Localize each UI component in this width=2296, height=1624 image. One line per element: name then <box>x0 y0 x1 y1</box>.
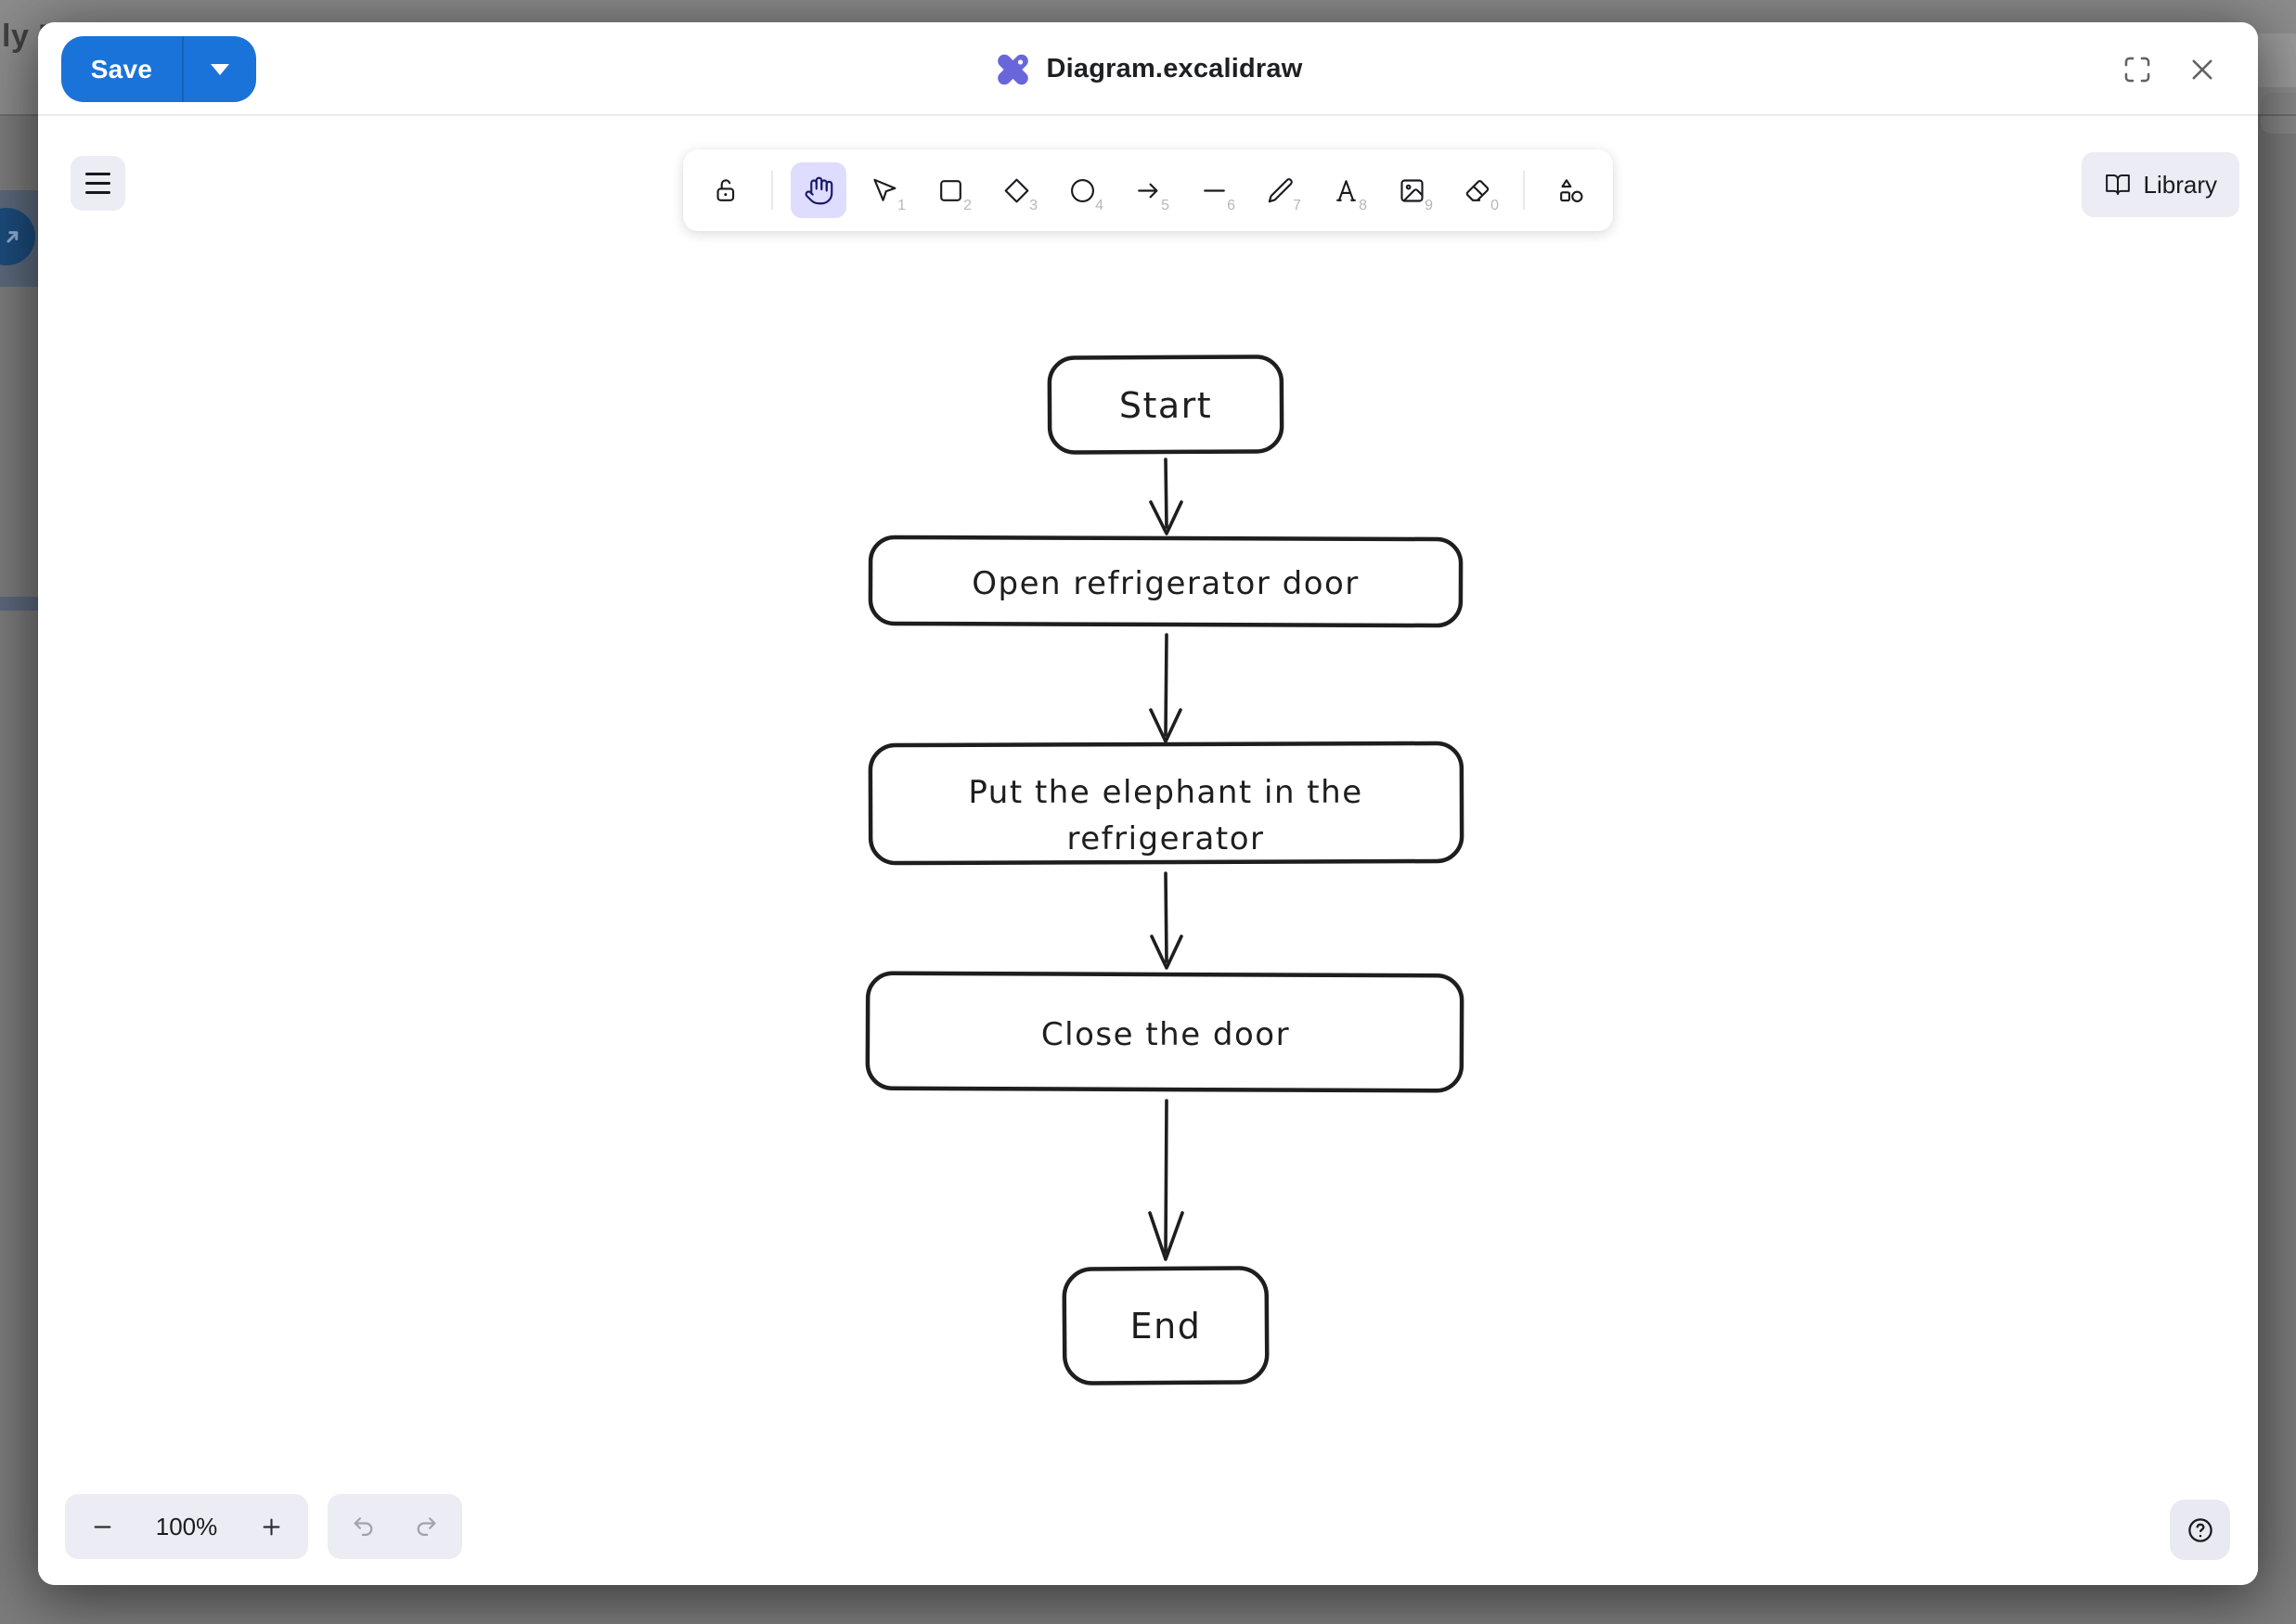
undo-button[interactable] <box>339 1502 389 1552</box>
flowchart-node-label: Close the door <box>1041 1016 1290 1053</box>
window-actions <box>2115 22 2225 116</box>
flowchart-diagram: Start Open refrigerator door Put the ele… <box>865 354 1464 1386</box>
redo-icon <box>417 1517 436 1536</box>
shapes-icon <box>1559 178 1583 202</box>
flowchart-node-label: Open refrigerator door <box>972 565 1360 602</box>
flowchart-node-put-elephant[interactable]: Put the elephant in the refrigerator <box>868 741 1464 866</box>
drawing-canvas[interactable]: 1 2 3 4 <box>38 118 2258 1585</box>
modal-header: Save Diagram.excalidraw <box>38 22 2258 116</box>
flowchart-node-close-door[interactable]: Close the door <box>865 971 1464 1093</box>
flowchart-arrow-close-end[interactable] <box>1148 1099 1184 1261</box>
tool-shortcut: 3 <box>1029 198 1038 213</box>
tool-selection[interactable]: 1 <box>857 162 912 218</box>
external-link-arrow-icon <box>6 231 19 243</box>
library-button[interactable]: Library <box>2081 152 2239 217</box>
tool-text[interactable]: 8 <box>1318 162 1374 218</box>
help-icon <box>2187 1517 2212 1542</box>
toolbar-separator <box>1523 171 1525 210</box>
flowchart-arrow-put-close[interactable] <box>1150 871 1183 970</box>
flowchart-arrow-start-open[interactable] <box>1149 458 1183 535</box>
zoom-in-button[interactable] <box>245 1501 297 1553</box>
tool-diamond[interactable]: 3 <box>988 162 1044 218</box>
tool-island: 1 2 3 4 <box>683 149 1613 231</box>
tool-shortcut: 6 <box>1227 198 1235 213</box>
diamond-icon <box>1004 178 1028 202</box>
tool-shortcut: 5 <box>1161 198 1169 213</box>
flowchart-node-label: Start <box>1119 385 1212 426</box>
history-controls <box>328 1494 462 1559</box>
tool-image[interactable]: 9 <box>1384 162 1439 218</box>
pencil-icon <box>1268 177 1293 202</box>
tool-lock[interactable] <box>698 162 754 218</box>
minus-icon <box>94 1525 110 1528</box>
undo-icon <box>354 1517 373 1536</box>
tool-shortcut: 0 <box>1490 198 1499 213</box>
mouse-pointer-icon <box>872 178 896 201</box>
main-menu-button[interactable] <box>71 156 125 211</box>
flowchart-arrow-open-put[interactable] <box>1149 633 1182 743</box>
flowchart-node-end[interactable]: End <box>1062 1266 1270 1386</box>
tool-shortcut: 1 <box>897 198 906 213</box>
fullscreen-icon <box>2124 57 2150 82</box>
book-icon <box>2105 174 2130 195</box>
modal-title-group: Diagram.excalidraw <box>993 22 1302 116</box>
tool-rectangle[interactable]: 2 <box>922 162 978 218</box>
hand-icon <box>805 176 832 204</box>
tool-arrow[interactable]: 5 <box>1120 162 1176 218</box>
library-button-label: Library <box>2143 170 2217 199</box>
plus-icon <box>263 1518 279 1535</box>
caret-down-icon <box>211 63 229 75</box>
background-row-edge <box>0 597 38 611</box>
flowchart-node-label-line2: refrigerator <box>1067 820 1265 857</box>
tool-shortcut: 4 <box>1095 198 1103 213</box>
tool-hand[interactable] <box>791 162 846 218</box>
close-icon <box>2192 59 2212 79</box>
tool-line[interactable]: 6 <box>1186 162 1242 218</box>
flowchart-node-open-door[interactable]: Open refrigerator door <box>868 535 1464 628</box>
rectangle-icon <box>939 179 961 201</box>
flowchart-node-start[interactable]: Start <box>1047 354 1284 455</box>
eraser-icon <box>1465 179 1489 201</box>
background-dimmed-button <box>2261 93 2296 134</box>
zoom-level-value[interactable]: 100% <box>155 1512 218 1540</box>
tool-more-shapes[interactable] <box>1542 162 1598 218</box>
flowchart-node-label-line1: Put the elephant in the <box>968 774 1362 811</box>
save-button-separator <box>182 36 184 102</box>
text-tool-icon <box>1335 179 1356 201</box>
tool-shortcut: 8 <box>1359 198 1367 213</box>
ellipse-icon <box>1070 178 1094 202</box>
image-icon <box>1400 178 1424 202</box>
help-button[interactable] <box>2170 1500 2230 1560</box>
tool-shortcut: 7 <box>1293 198 1301 213</box>
fullscreen-button[interactable] <box>2115 47 2160 92</box>
tool-draw[interactable]: 7 <box>1252 162 1308 218</box>
arrow-icon <box>1137 183 1158 198</box>
close-button[interactable] <box>2180 47 2225 92</box>
zoom-out-button[interactable] <box>76 1501 128 1553</box>
save-options-button[interactable] <box>184 36 256 102</box>
excalidraw-modal: Save Diagram.excalidraw <box>38 22 2258 1585</box>
modal-title: Diagram.excalidraw <box>1046 54 1303 84</box>
zoom-controls: 100% <box>65 1494 308 1559</box>
unlock-icon <box>716 178 734 201</box>
flowchart-node-label: End <box>1130 1306 1202 1347</box>
save-button[interactable]: Save <box>61 36 182 102</box>
save-split-button: Save <box>61 36 256 102</box>
excalidraw-logo-icon <box>998 54 1028 84</box>
toolbar-separator <box>771 171 773 210</box>
tool-eraser[interactable]: 0 <box>1450 162 1505 218</box>
tool-shortcut: 9 <box>1425 198 1433 213</box>
save-button-label: Save <box>90 54 153 84</box>
redo-button[interactable] <box>401 1502 451 1552</box>
tool-shortcut: 2 <box>963 198 972 213</box>
line-icon <box>1203 188 1225 192</box>
tool-ellipse[interactable]: 4 <box>1054 162 1110 218</box>
